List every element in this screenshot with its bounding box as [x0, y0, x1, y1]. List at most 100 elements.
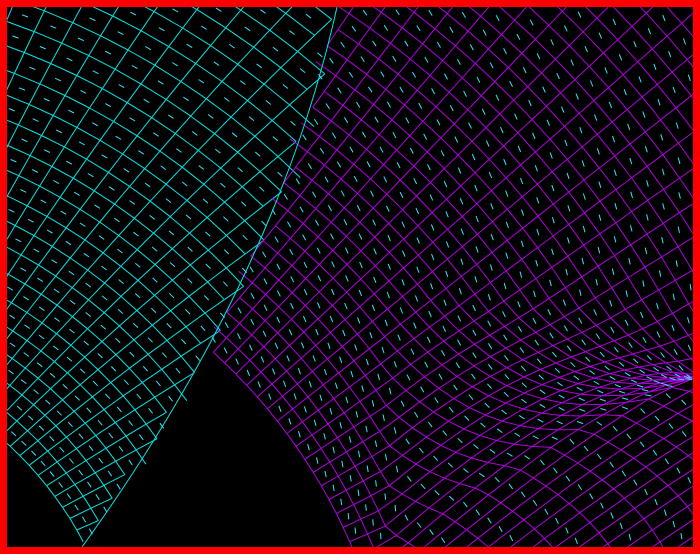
region-b-edge	[252, 308, 266, 322]
region-b-edge	[408, 513, 444, 544]
region-b-edge	[581, 404, 604, 417]
region-b-edge	[428, 483, 460, 509]
region-a-edge	[151, 99, 167, 118]
region-b-edge	[260, 371, 273, 385]
region-a-edge	[41, 115, 54, 136]
region-b-edge	[561, 7, 568, 12]
region-a-edge	[52, 115, 78, 128]
region-b-cell-marker	[685, 378, 692, 380]
region-a-edge	[244, 205, 264, 222]
region-b-edge	[456, 365, 475, 377]
region-b-edge	[620, 387, 643, 390]
region-b-edge	[677, 360, 693, 373]
region-b-cell-marker	[677, 226, 680, 234]
region-a-edge	[240, 9, 270, 31]
region-b-edge	[292, 408, 303, 423]
region-b-edge	[499, 113, 519, 134]
region-a-edge	[50, 388, 63, 401]
region-a-cell-marker	[242, 234, 248, 241]
region-a-edge	[37, 361, 55, 379]
region-a-edge	[11, 302, 28, 313]
region-b-cell-marker	[399, 307, 404, 314]
region-b-edge	[429, 60, 444, 76]
region-b-edge	[622, 398, 650, 417]
region-a-edge	[169, 216, 190, 234]
region-a-edge	[102, 235, 120, 254]
region-a-edge	[144, 7, 155, 13]
region-b-edge	[678, 131, 693, 144]
region-b-edge	[397, 73, 418, 91]
region-a-cell-marker	[168, 230, 175, 236]
region-b-edge	[370, 178, 388, 195]
region-b-edge	[349, 386, 361, 402]
region-b-edge	[278, 265, 293, 281]
region-b-edge	[399, 165, 415, 181]
region-a-edge	[154, 264, 173, 281]
region-b-edge	[552, 345, 572, 358]
region-b-edge	[417, 283, 432, 301]
region-b-edge	[624, 475, 658, 499]
region-b-edge	[632, 353, 653, 366]
region-b-edge	[320, 485, 330, 500]
region-b-cell-marker	[288, 418, 292, 425]
region-b-cell-marker	[343, 117, 349, 124]
region-a-cell-marker	[18, 87, 26, 91]
region-a-edge	[76, 55, 90, 76]
region-b-edge	[518, 317, 536, 333]
region-b-edge	[388, 223, 405, 240]
region-b-edge	[614, 155, 632, 179]
region-b-edge	[551, 171, 570, 193]
region-b-cell-marker	[536, 228, 540, 236]
region-a-edge	[147, 339, 168, 355]
region-a-edge	[89, 107, 114, 122]
region-a-cell-marker	[241, 267, 248, 274]
region-a-cell-marker	[85, 312, 92, 317]
region-b-cell-marker	[654, 415, 660, 422]
region-b-edge	[430, 182, 447, 200]
region-b-edge	[448, 77, 463, 93]
region-b-edge	[333, 386, 350, 400]
region-a-cell-marker	[46, 229, 53, 234]
region-b-edge	[317, 318, 331, 333]
region-b-cell-marker	[384, 319, 388, 327]
region-a-edge	[172, 264, 191, 281]
region-a-edge	[101, 68, 116, 89]
region-a-cell-marker	[108, 432, 114, 439]
region-b-edge	[566, 146, 583, 160]
region-a-edge	[197, 150, 222, 169]
region-b-edge	[391, 104, 405, 121]
region-b-edge	[652, 506, 688, 531]
region-b-edge	[444, 457, 472, 479]
region-a-cell-marker	[87, 481, 92, 488]
region-b-cell-marker	[394, 504, 397, 512]
region-b-edge	[353, 149, 367, 165]
region-a-edge	[70, 344, 86, 358]
region-b-edge	[346, 250, 362, 265]
region-a-edge	[289, 88, 308, 106]
region-a-edge	[161, 368, 175, 386]
region-b-edge	[473, 310, 489, 322]
region-a-cell-marker	[161, 352, 167, 358]
region-a-cell-marker	[157, 80, 164, 85]
region-b-cell-marker	[625, 290, 628, 297]
region-b-cell-marker	[578, 397, 585, 402]
quad-mesh-canvas[interactable]	[7, 7, 693, 547]
region-a-cell-marker	[229, 43, 235, 49]
region-b-cell-marker	[350, 370, 354, 378]
region-b-edge	[295, 151, 308, 168]
region-b-cell-marker	[438, 373, 443, 380]
region-b-edge	[380, 363, 394, 379]
region-a-edge	[154, 384, 175, 398]
region-b-cell-marker	[345, 396, 349, 404]
region-a-edge	[203, 183, 225, 203]
region-b-edge	[290, 223, 304, 239]
region-b-edge	[557, 415, 582, 431]
region-a-edge	[37, 475, 47, 487]
region-b-edge	[226, 323, 240, 339]
region-a-edge	[7, 94, 30, 105]
region-b-cell-marker	[471, 153, 476, 161]
region-b-edge	[472, 376, 491, 388]
region-a-cell-marker	[66, 356, 73, 362]
region-b-edge	[570, 351, 586, 358]
